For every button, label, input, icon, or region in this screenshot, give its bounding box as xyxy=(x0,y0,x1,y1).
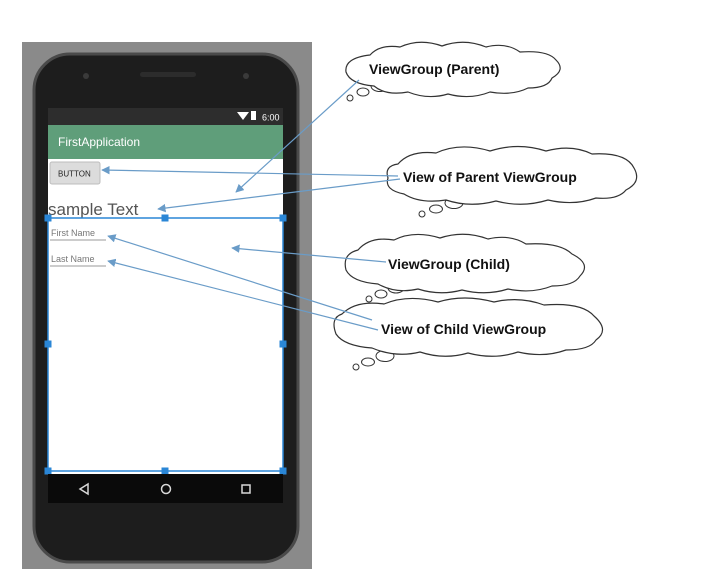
first-name-hint: First Name xyxy=(51,228,95,238)
battery-icon xyxy=(251,111,256,120)
app-bar-background xyxy=(48,125,283,159)
callout-viewgroup-parent: ViewGroup (Parent) xyxy=(345,41,561,102)
thought-bubble-dot xyxy=(365,295,373,303)
last-name-hint: Last Name xyxy=(51,254,95,264)
app-bar: FirstApplication xyxy=(48,125,283,159)
status-time: 6:00 xyxy=(262,113,280,123)
last-name-field[interactable]: Last Name xyxy=(50,254,106,267)
back-icon[interactable] xyxy=(78,482,89,496)
status-bar-background xyxy=(48,108,283,125)
recents-icon[interactable] xyxy=(241,484,251,494)
callout-label: View of Parent ViewGroup xyxy=(403,169,577,185)
thought-bubble-dot xyxy=(418,210,426,218)
cloud-shape xyxy=(344,233,586,294)
selection-handle[interactable] xyxy=(44,214,52,222)
callout-label: ViewGroup (Child) xyxy=(388,256,510,272)
selection-handle[interactable] xyxy=(279,214,287,222)
selection-handle[interactable] xyxy=(161,214,169,222)
arrow-view-of-child-to-last-name xyxy=(107,258,379,331)
selection-handle[interactable] xyxy=(44,340,52,348)
selection-handle[interactable] xyxy=(44,467,52,475)
thought-bubble-dot xyxy=(374,289,388,299)
arrow-view-of-child-to-first-name xyxy=(107,234,373,321)
cloud-shape xyxy=(345,41,561,98)
cloud-shape xyxy=(333,297,604,357)
button-widget[interactable]: BUTTON xyxy=(49,161,101,185)
selection-handle[interactable] xyxy=(161,467,169,475)
first-name-field[interactable]: First Name xyxy=(50,228,106,241)
wifi-icon xyxy=(237,112,249,120)
callout-label: ViewGroup (Parent) xyxy=(369,61,499,77)
callout-view-of-child: View of Child ViewGroup xyxy=(333,297,604,371)
device-screenshot: 6:00 FirstApplication BUTTON sample Text xyxy=(22,42,312,569)
app-title: FirstApplication xyxy=(58,135,140,149)
thought-bubble-dot xyxy=(346,94,354,102)
nav-bar xyxy=(48,474,283,503)
nav-bar-background xyxy=(48,474,283,503)
selection-handle[interactable] xyxy=(279,340,287,348)
button-label[interactable]: BUTTON xyxy=(58,170,91,179)
cloud-shape xyxy=(386,145,638,205)
status-bar: 6:00 xyxy=(48,108,283,125)
arrow-viewgroup-child xyxy=(231,244,387,263)
phone-speaker xyxy=(83,73,89,79)
callout-label: View of Child ViewGroup xyxy=(381,321,546,337)
callout-arrows xyxy=(101,79,401,331)
thought-bubble-dot xyxy=(429,204,443,214)
phone-camera xyxy=(243,73,249,79)
button-background[interactable] xyxy=(49,161,101,185)
selection-handle[interactable] xyxy=(279,467,287,475)
home-icon[interactable] xyxy=(160,483,172,495)
sample-text: sample Text xyxy=(48,200,139,219)
child-viewgroup-selection xyxy=(44,214,287,475)
callout-view-of-parent: View of Parent ViewGroup xyxy=(386,145,638,218)
arrow-view-of-parent-to-button xyxy=(101,165,399,177)
thought-bubble-dot xyxy=(352,363,360,371)
thought-bubble-dot xyxy=(361,357,375,367)
arrow-view-of-parent-to-sample-text xyxy=(157,178,401,213)
callout-viewgroup-child: ViewGroup (Child) xyxy=(344,233,586,303)
thought-bubble-dot xyxy=(356,87,370,97)
phone-earpiece xyxy=(140,72,196,77)
